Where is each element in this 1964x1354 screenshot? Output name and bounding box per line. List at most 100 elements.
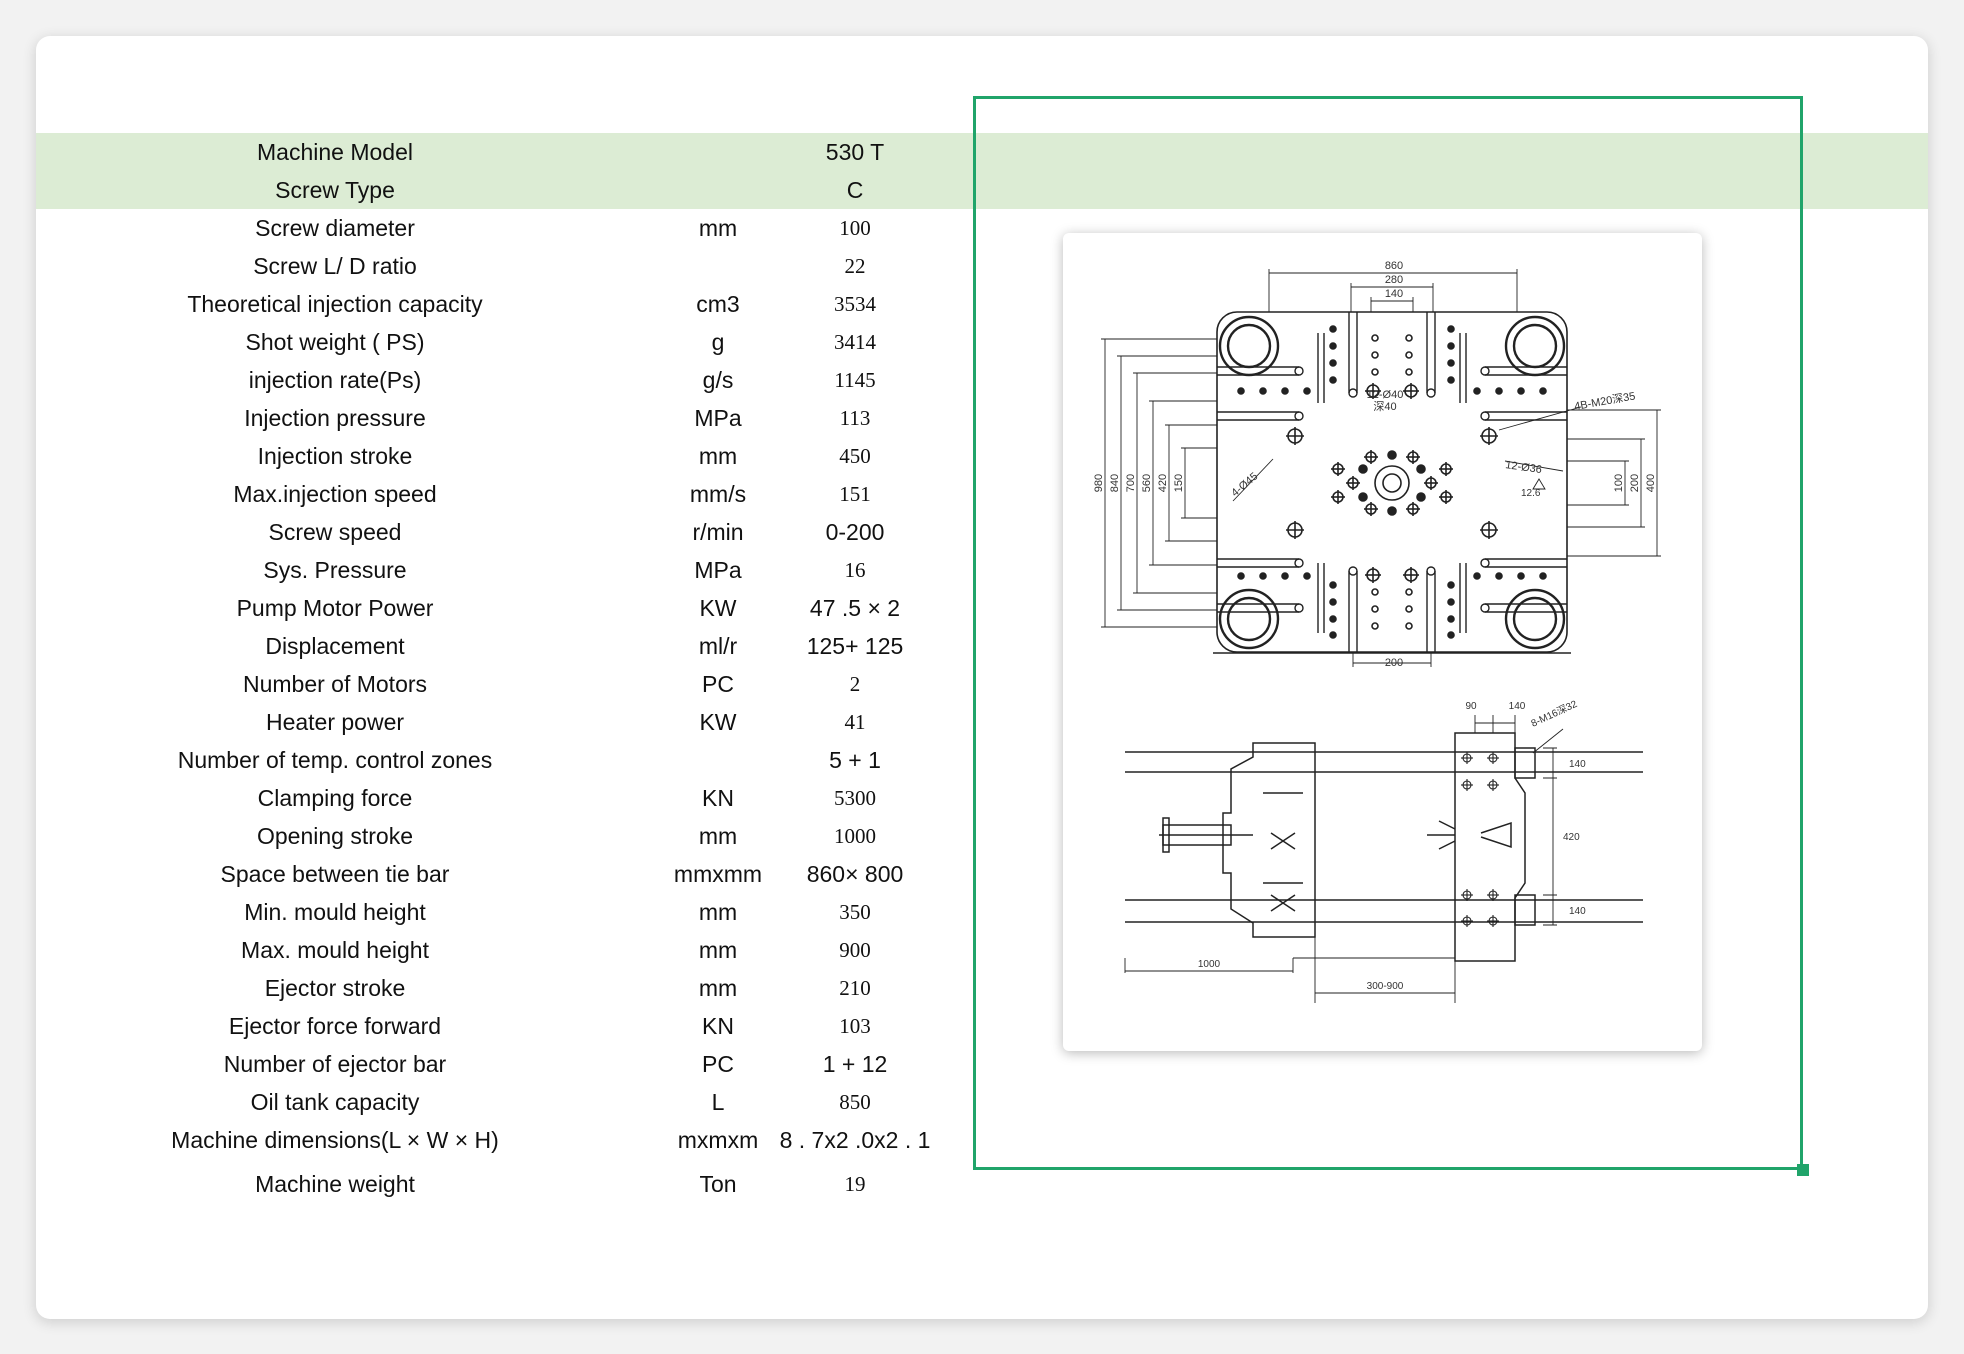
side-dim-420: 420 [1563,832,1580,843]
slot-end [1294,603,1304,613]
spec-value: 350 [839,899,871,924]
spec-unit: g/s [702,366,734,393]
dot-hole [1416,464,1426,474]
resize-handle[interactable] [1797,1164,1809,1176]
dim-bottom-200: 200 [1385,657,1403,669]
dot-hole [1447,631,1455,639]
dim-left-label: 420 [1157,474,1169,492]
dot-hole [1303,387,1311,395]
spec-label: Number of temp. control zones [177,746,493,773]
ring-hole [1371,622,1379,630]
spec-label: Injection stroke [257,442,413,469]
mounting-holes [1237,325,1547,639]
tie-bar-top-left-inner [1226,323,1272,369]
dot-hole [1329,581,1337,589]
slot-end [1294,366,1304,376]
slot-end [1348,566,1358,576]
ring-hole [1371,351,1379,359]
dimension-line [1232,458,1274,502]
spec-unit: mm/s [689,480,747,507]
spec-unit: mm [698,898,738,925]
spec-value: 450 [839,443,871,468]
spec-value: 125+ 125 [806,632,904,659]
spec-label: Injection pressure [244,404,426,431]
dot-hole [1539,572,1547,580]
spec-label: Space between tie bar [220,860,450,887]
dot-hole [1447,359,1455,367]
spec-value: 850 [839,1089,871,1114]
spec-value: 1 + 12 [822,1050,888,1077]
dot-hole [1447,325,1455,333]
tie-bar-top-right [1504,315,1566,377]
spec-value: C [846,176,864,203]
nozzle-ring-outer [1374,465,1410,501]
ring-hole [1405,334,1413,342]
front-platen-outline [1216,311,1568,653]
spec-label: Pump Motor Power [236,594,434,621]
dimension-line [1504,460,1564,472]
spec-value: 3534 [834,291,876,316]
side-dim-stroke: 300-900 [1367,981,1404,992]
spec-unit: r/min [692,518,744,545]
spec-label: Min. mould height [244,898,426,925]
dot-hole [1447,342,1455,350]
note-hole-45: 4-Ø45 [1229,470,1260,499]
spec-label: Max. mould height [241,936,429,963]
spec-label: Number of ejector bar [223,1050,447,1077]
spec-label: Screw diameter [255,214,415,241]
spec-value: 22 [844,253,866,278]
dot-hole [1259,572,1267,580]
spec-unit: Ton [699,1170,737,1197]
dim-right-label: 100 [1613,474,1625,492]
spec-unit: g [711,328,725,355]
note-hole-36: 12-Ø36 [1505,459,1543,476]
spec-value: 41 [844,709,866,734]
spec-label: Displacement [265,632,405,659]
tie-bar-top-left [1218,315,1280,377]
dot-hole [1517,387,1525,395]
spec-unit: PC [702,670,734,697]
note-roughness: 12.6 [1521,488,1541,499]
tie-bar-bottom-right-inner [1512,596,1558,642]
dot-hole [1447,615,1455,623]
slot-end [1480,558,1490,568]
side-thread-note: 8-M16深32 [1529,698,1579,730]
dot-hole [1237,387,1245,395]
spec-unit: KW [699,708,737,735]
dot-hole [1329,342,1337,350]
dot-hole [1259,387,1267,395]
dot-hole [1416,492,1426,502]
dim-top-280: 280 [1385,274,1403,286]
spec-label: Theoretical injection capacity [187,290,483,317]
slot-end [1294,411,1304,421]
nozzle-profile [1427,820,1512,850]
dim-left-label: 840 [1109,474,1121,492]
spec-unit: mm [698,974,738,1001]
spec-label: Machine Model [257,138,413,165]
tie-bar-top-right-inner [1512,323,1558,369]
dot-hole [1329,615,1337,623]
image-selection-frame[interactable] [973,96,1803,1170]
spec-unit: MPa [694,404,742,431]
spec-value: 1145 [834,367,876,392]
moving-platen-ribs [1263,792,1303,912]
spec-value: 151 [839,481,871,506]
dot-hole [1447,581,1455,589]
spec-label: Machine dimensions(L × W × H) [171,1126,499,1153]
slot-end [1426,388,1436,398]
spec-value: 210 [839,975,871,1000]
dim-right-label: 200 [1629,474,1641,492]
